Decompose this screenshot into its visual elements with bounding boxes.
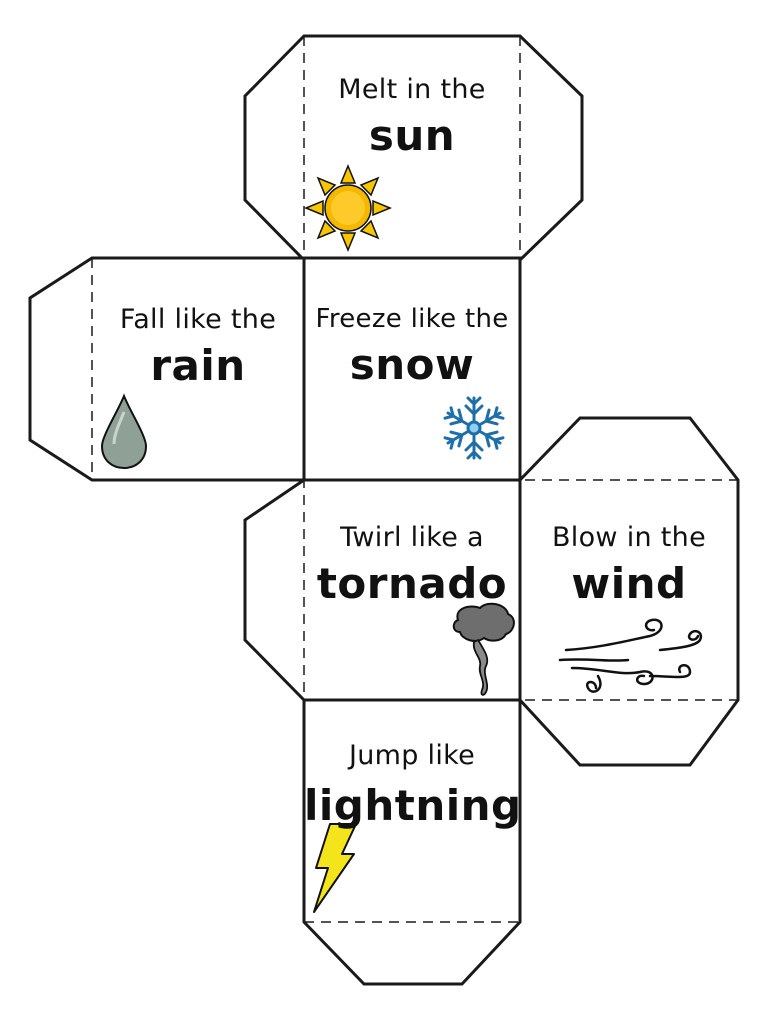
face-tornado-big-text: tornado [316,559,508,608]
face-wind-label: Blow in the wind [520,524,738,605]
face-rain-small-text: Fall like the [119,304,277,335]
face-wind-small-text: Blow in the [551,522,706,553]
face-tornado-label: Twirl like a tornado [304,524,520,605]
face-snow-big-text: snow [349,340,475,389]
tornado-icon [452,602,515,696]
face-tornado-small-text: Twirl like a [340,522,484,553]
raindrop-icon [100,393,148,470]
sun-icon [304,164,392,252]
face-snow-small-text: Freeze like the [315,304,509,334]
face-sun-small-text: Melt in the [338,74,486,105]
face-lightning-small-text: Jump like [348,740,476,771]
snow-face-outline [302,256,522,482]
face-wind-big-text: wind [571,559,687,608]
wind-icon [558,618,703,693]
face-snow-label: Freeze like the snow [304,306,520,386]
snowflake-icon [442,396,506,460]
lightning-icon [313,823,357,913]
face-lightning-big-text: lightning [304,781,522,830]
face-rain-label: Fall like the rain [92,306,304,387]
face-lightning-label: Jump like lightning [304,740,522,830]
face-sun-label: Melt in the sun [304,76,520,157]
face-rain-big-text: rain [150,341,246,390]
face-sun-big-text: sun [368,111,456,160]
